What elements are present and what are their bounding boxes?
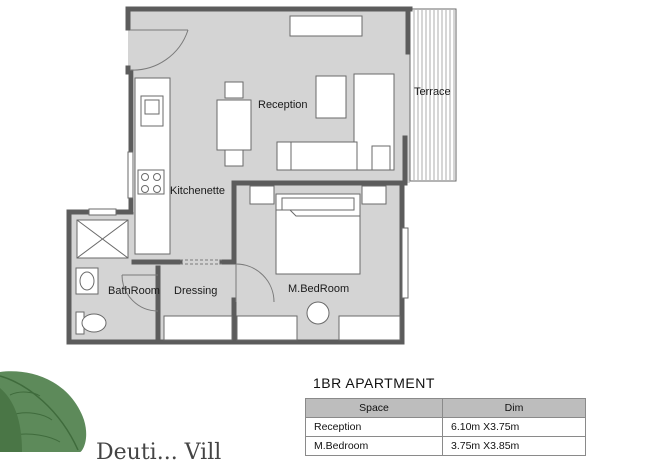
- wardrobe-top: [289, 15, 363, 37]
- table-row: M.Bedroom 3.75m X3.85m: [305, 436, 586, 456]
- label-kitchenette: Kitchenette: [170, 185, 225, 197]
- label-bathroom: BathRoom: [108, 285, 160, 297]
- armchair: [315, 75, 347, 119]
- bedside-table: [249, 185, 275, 205]
- label-reception: Reception: [258, 99, 308, 111]
- column-header-space: Space: [305, 398, 443, 418]
- furniture: [75, 15, 401, 341]
- bedside-table: [361, 185, 387, 205]
- sofa-arm: [371, 145, 391, 171]
- cell-dim: 6.10m X3.75m: [442, 417, 586, 437]
- bed-pillow: [281, 197, 355, 211]
- cell-space: M.Bedroom: [305, 436, 443, 456]
- label-dressing: Dressing: [174, 285, 217, 297]
- dining-chair: [224, 81, 244, 99]
- label-master-bedroom: M.BedRoom: [288, 283, 349, 295]
- dressing-wardrobe: [163, 315, 233, 341]
- desk-chair: [306, 301, 330, 325]
- toilet-bowl: [81, 313, 107, 333]
- dimensions-table: Space Dim Reception 6.10m X3.75m M.Bedro…: [305, 398, 586, 456]
- cell-space: Reception: [305, 417, 443, 437]
- table-header-row: Space Dim: [305, 398, 586, 418]
- terrace: [409, 8, 457, 182]
- apartment-title: 1BR APARTMENT: [313, 375, 435, 391]
- doors: [121, 29, 275, 312]
- terrace-slats: [413, 10, 455, 180]
- label-terrace: Terrace: [414, 86, 451, 98]
- leaf-decoration: [0, 371, 87, 452]
- column-header-dim: Dim: [442, 398, 586, 418]
- dining-chair: [224, 149, 244, 167]
- cell-dim: 3.75m X3.85m: [442, 436, 586, 456]
- sink-bowl: [144, 99, 160, 115]
- table-row: Reception 6.10m X3.75m: [305, 417, 586, 437]
- dining-table: [216, 99, 252, 151]
- bedroom-wardrobe-right: [338, 315, 401, 341]
- brand-wordmark: Deuti... Vill: [96, 440, 222, 465]
- windows: [88, 151, 409, 299]
- sofa-cushion: [276, 141, 292, 171]
- bedroom-wardrobe-left: [236, 315, 298, 341]
- room-labels: Reception Terrace Kitchenette BathRoom D…: [108, 86, 451, 297]
- floor-plan: Reception Terrace Kitchenette BathRoom D…: [0, 6, 457, 452]
